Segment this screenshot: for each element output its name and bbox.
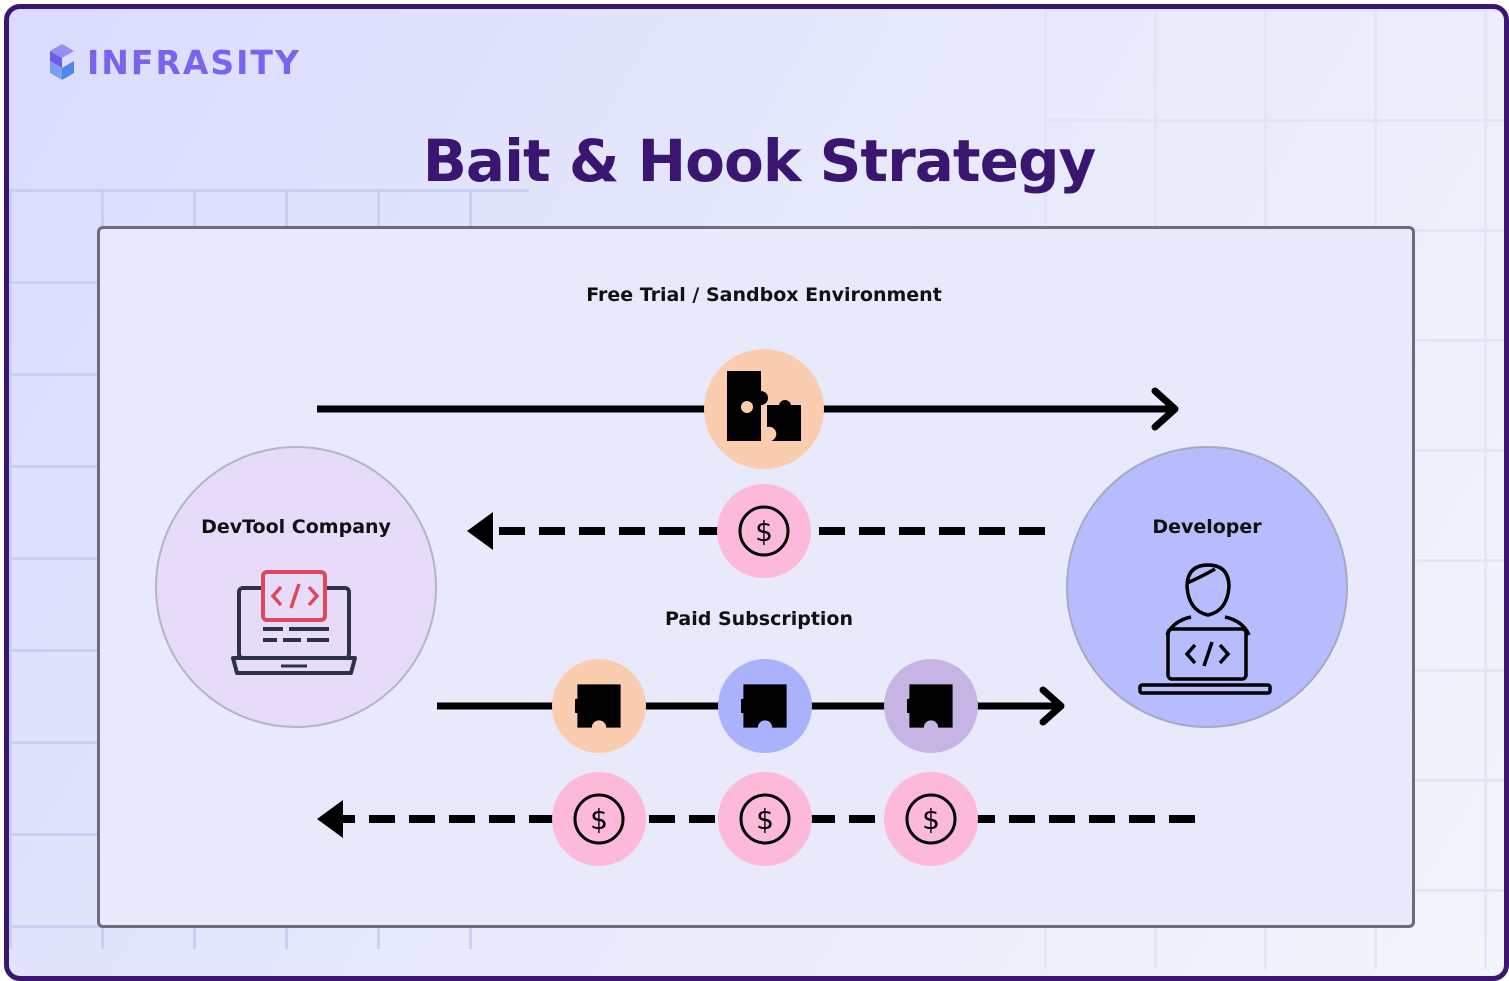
developer-node: Developer [1066,446,1348,728]
free-trial-label: Free Trial / Sandbox Environment [586,284,942,306]
devtool-company-label: DevTool Company [201,516,391,538]
paid-subscription-label: Paid Subscription [665,608,853,630]
brand-logo: INFRASITY [47,39,301,85]
developer-laptop-icon [1138,563,1272,695]
brand-name: INFRASITY [87,42,301,82]
feature-puzzle-icon-3 [884,659,978,753]
feature-puzzle-icon-2 [718,659,812,753]
laptop-code-icon [231,570,357,675]
recurring-dollar-icon-1 [552,772,646,866]
recurring-dollar-icon-3 [884,772,978,866]
payment-dollar-icon [717,484,811,578]
developer-label: Developer [1152,516,1262,538]
payment-return-arrow [467,512,1045,550]
diagram-canvas: $ Free Trial / Sandbox Environment [155,284,1348,866]
puzzle-pieces-icon [704,349,824,469]
devtool-company-node: DevTool Company [155,446,437,728]
recurring-payments-arrow [317,800,1195,838]
page-title: Bait & Hook Strategy [422,127,1097,195]
recurring-dollar-icon-2 [718,772,812,866]
page-frame: INFRASITY Bait & Hook Strategy $ Free Tr… [4,4,1509,981]
infrasity-logo-icon [50,44,74,80]
feature-puzzle-icon-1 [552,659,646,753]
